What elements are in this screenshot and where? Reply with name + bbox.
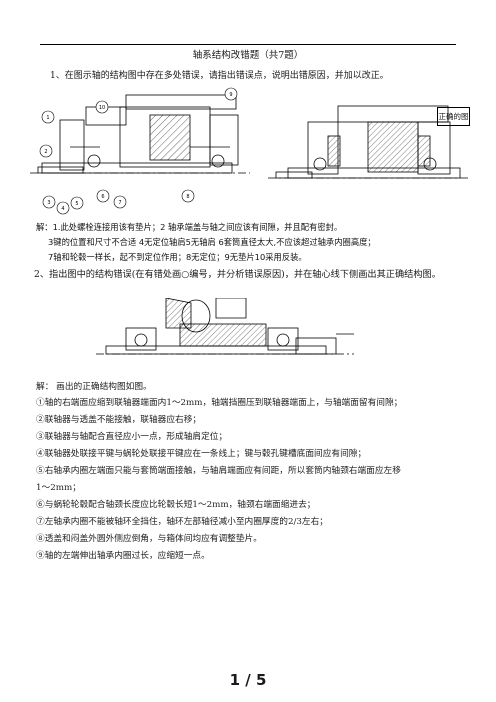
q2-answer-line-6: 1～2mm； bbox=[36, 483, 81, 493]
marker-9-label: 9 bbox=[229, 92, 232, 98]
correct-figure-label: 正确的图 bbox=[437, 107, 470, 126]
q2-answer-line-9: ⑧透盖和闷盖外圆外侧应倒角，与箱体间均应有调整垫片。 bbox=[36, 534, 262, 544]
figure1-correct-diagram bbox=[268, 105, 468, 179]
marker-5-label: 5 bbox=[75, 201, 78, 207]
q2-answer-line-8: ⑦左轴承内圈不能被轴环全挡住，轴环左部轴径减小至内圈厚度的2/3左右； bbox=[36, 517, 328, 527]
header-rule bbox=[40, 44, 456, 45]
marker-7 bbox=[113, 195, 127, 209]
marker-3-label: 3 bbox=[47, 200, 50, 206]
marker-2-label: 2 bbox=[44, 149, 47, 155]
page-title: 轴系结构改错题（共7题） bbox=[192, 50, 304, 61]
marker-1-label: 1 bbox=[46, 115, 49, 121]
q1-answer-line-3: 7轴和轮毂一样长，起不到定位作用；8无定位；9无垫片10采用反装。 bbox=[48, 252, 307, 262]
q2-answer-line-7: ⑥与蜗轮轮毂配合轴颈长度应比轮毂长短1～2mm，轴颈右端面缩进去； bbox=[36, 500, 316, 510]
marker-5 bbox=[70, 196, 84, 210]
marker-8-label: 8 bbox=[186, 194, 189, 200]
q2-answer-line-10: ⑨轴的左端伸出轴承内圈过长，应缩短一点。 bbox=[36, 551, 210, 561]
marker-1 bbox=[41, 110, 55, 124]
q2-answer-line-2: ②联轴器与透盖不能接触，联轴器应右移； bbox=[36, 415, 202, 425]
marker-6 bbox=[96, 189, 110, 203]
q2-answer-line-4: ④联轴器处联接平键与蜗轮处联接平键应在一条线上；键与毂孔键槽底面间应有间隙； bbox=[36, 449, 367, 459]
figure2-diagram bbox=[96, 298, 354, 355]
marker-6-label: 6 bbox=[101, 194, 104, 200]
q2-answer-line-1: ①轴的右端面应缩到联轴器端面内1～2mm，轴端挡圈压到联轴器端面上，与轴端面留有… bbox=[36, 398, 403, 408]
marker-10 bbox=[95, 100, 109, 114]
q2-answer-line-5: ⑤右轴承内圈左端面只能与套筒端面接触，与轴肩端面应有间距，所以套筒内轴颈右端面应… bbox=[36, 466, 401, 476]
question2-prompt: 2、指出图中的结构错误(在有错处画○编号，并分析错误原因)，并在轴心线下侧画出其… bbox=[34, 269, 441, 280]
question1-prompt: 1、在图示轴的结构图中存在多处错误，请指出错误点，说明出错原因，并加以改正。 bbox=[50, 71, 389, 81]
page-number: 1 / 5 bbox=[229, 671, 267, 689]
q2-answer-intro: 解： 画出的正确结构图如图。 bbox=[36, 382, 152, 392]
marker-3 bbox=[42, 195, 56, 209]
marker-2 bbox=[39, 144, 53, 158]
q1-answer-line-2: 3键的位置和尺寸不合适 4无定位轴肩5无轴肩 6套筒直径太大,不应该超过轴承内圈… bbox=[48, 237, 376, 247]
marker-7-label: 7 bbox=[118, 200, 121, 206]
marker-10-label: 10 bbox=[99, 105, 105, 111]
q2-answer-line-3: ③联轴器与轴配合直径应小一点，形成轴肩定位； bbox=[36, 432, 228, 442]
marker-4 bbox=[56, 201, 70, 215]
marker-4-label: 4 bbox=[61, 206, 64, 212]
marker-9 bbox=[224, 87, 238, 101]
marker-8 bbox=[181, 189, 195, 203]
figure1-faulty-diagram: 1 2 3 4 5 6 7 8 9 10 bbox=[30, 87, 250, 215]
q1-answer-line-1: 解：1.此处螺栓连接用该有垫片；2 轴承端盖与轴之间应该有间隙，并且配有密封。 bbox=[36, 222, 343, 232]
